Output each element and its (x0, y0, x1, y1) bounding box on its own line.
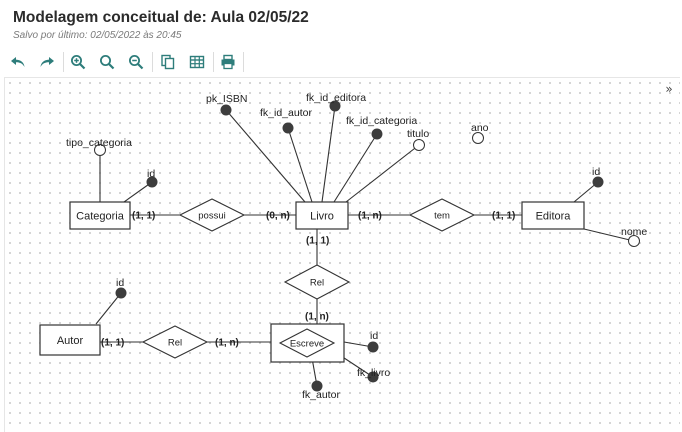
cardinality-livro-rel: (1, 1) (306, 236, 329, 247)
entity-editora-label: Editora (536, 211, 572, 223)
attribute-tipo-categoria-circle[interactable] (94, 144, 106, 156)
relationship-tem[interactable] (408, 198, 476, 232)
cardinality-escreve-rel-left: (1, n) (215, 338, 239, 349)
attribute-titulo-label: titulo (407, 128, 429, 140)
copy-icon (161, 54, 175, 70)
entity-escreve-label: Escreve (290, 339, 324, 350)
print-icon (221, 54, 235, 70)
attribute-escreve-id-label: id (370, 330, 378, 342)
entity-livro[interactable] (295, 201, 349, 230)
attribute-fk-id-categoria-label: fk_id_categoria (346, 115, 417, 127)
toolbar-divider (63, 52, 64, 72)
redo-icon (40, 57, 54, 67)
attribute-categoria-id-label: id (147, 168, 155, 180)
cardinality-autor-rel: (1, 1) (101, 338, 124, 349)
collapse-panel-button[interactable]: » (665, 82, 673, 96)
attribute-categoria-id-circle[interactable] (146, 176, 158, 188)
cardinality-editora-tem: (1, 1) (492, 211, 515, 222)
attribute-fk-livro-circle[interactable] (367, 371, 379, 383)
cardinality-livro-possui: (0, n) (266, 211, 290, 222)
toolbar-divider (243, 52, 244, 72)
undo-button[interactable] (6, 51, 30, 73)
relationship-rel-livro-escreve[interactable] (283, 264, 351, 300)
undo-icon (11, 57, 25, 67)
saved-status: Salvo por último: 02/05/2022 às 20:45 (13, 30, 182, 41)
print-button[interactable] (216, 51, 240, 73)
attribute-fk-id-editora-label: fk_id_editora (306, 92, 366, 104)
relationship-escreve-diamond (278, 328, 336, 358)
attribute-tipo-categoria-label: tipo_categoria (66, 137, 132, 149)
relationship-rel-left-label: Rel (168, 338, 182, 349)
redo-button[interactable] (35, 51, 59, 73)
attribute-autor-id-circle[interactable] (115, 287, 127, 299)
attribute-pk-isbn-circle[interactable] (220, 104, 232, 116)
attribute-ano-circle[interactable] (472, 132, 484, 144)
entity-autor-label: Autor (57, 335, 84, 347)
table-button[interactable] (185, 51, 209, 73)
zoom-in-icon (71, 55, 86, 70)
entity-livro-label: Livro (310, 211, 334, 223)
attribute-fk-autor-circle[interactable] (311, 380, 323, 392)
attribute-titulo-circle[interactable] (413, 139, 425, 151)
attribute-escreve-id-circle[interactable] (367, 341, 379, 353)
relationship-possui-label: possui (198, 211, 225, 222)
attribute-fk-id-autor-label: fk_id_autor (260, 107, 312, 119)
relationship-rel-autor-escreve[interactable] (141, 325, 209, 359)
zoom-reset-icon (100, 55, 115, 70)
entity-editora[interactable] (521, 201, 585, 230)
zoom-out-button[interactable] (124, 51, 148, 73)
attribute-autor-id-label: id (116, 277, 124, 289)
attribute-fk-id-categoria-circle[interactable] (371, 128, 383, 140)
attribute-fk-autor-label: fk_autor (302, 389, 340, 401)
entity-autor[interactable] (39, 324, 101, 356)
entity-categoria-label: Categoria (76, 211, 125, 223)
entity-categoria[interactable] (69, 201, 131, 230)
attribute-ano-label: ano (471, 122, 489, 134)
attribute-editora-id-label: id (592, 166, 600, 178)
diagram-canvas[interactable] (4, 77, 680, 432)
attribute-pk-isbn-label: pk_ISBN (206, 93, 247, 105)
header: Modelagem conceitual de: Aula 02/05/22 S… (0, 0, 682, 48)
relationship-rel-top-label: Rel (310, 278, 324, 289)
cardinality-categoria-possui: (1, 1) (132, 211, 155, 222)
relationship-tem-label: tem (434, 211, 450, 222)
zoom-out-icon (129, 55, 144, 70)
attribute-editora-nome-circle[interactable] (628, 235, 640, 247)
attribute-fk-id-autor-circle[interactable] (282, 122, 294, 134)
zoom-in-button[interactable] (66, 51, 90, 73)
table-icon (189, 55, 205, 69)
attribute-fk-livro-label: fk_livro (357, 367, 390, 379)
toolbar-divider (152, 52, 153, 72)
relationship-possui[interactable] (178, 198, 246, 232)
copy-button[interactable] (156, 51, 180, 73)
page-title: Modelagem conceitual de: Aula 02/05/22 (13, 9, 309, 26)
zoom-reset-button[interactable] (95, 51, 119, 73)
attribute-editora-nome-label: nome (621, 226, 647, 238)
toolbar-divider (213, 52, 214, 72)
attribute-editora-id-circle[interactable] (592, 176, 604, 188)
attribute-fk-id-editora-circle[interactable] (329, 100, 341, 112)
toolbar (0, 49, 682, 76)
cardinality-livro-tem: (1, n) (358, 211, 382, 222)
cardinality-escreve-rel: (1, n) (305, 312, 329, 323)
